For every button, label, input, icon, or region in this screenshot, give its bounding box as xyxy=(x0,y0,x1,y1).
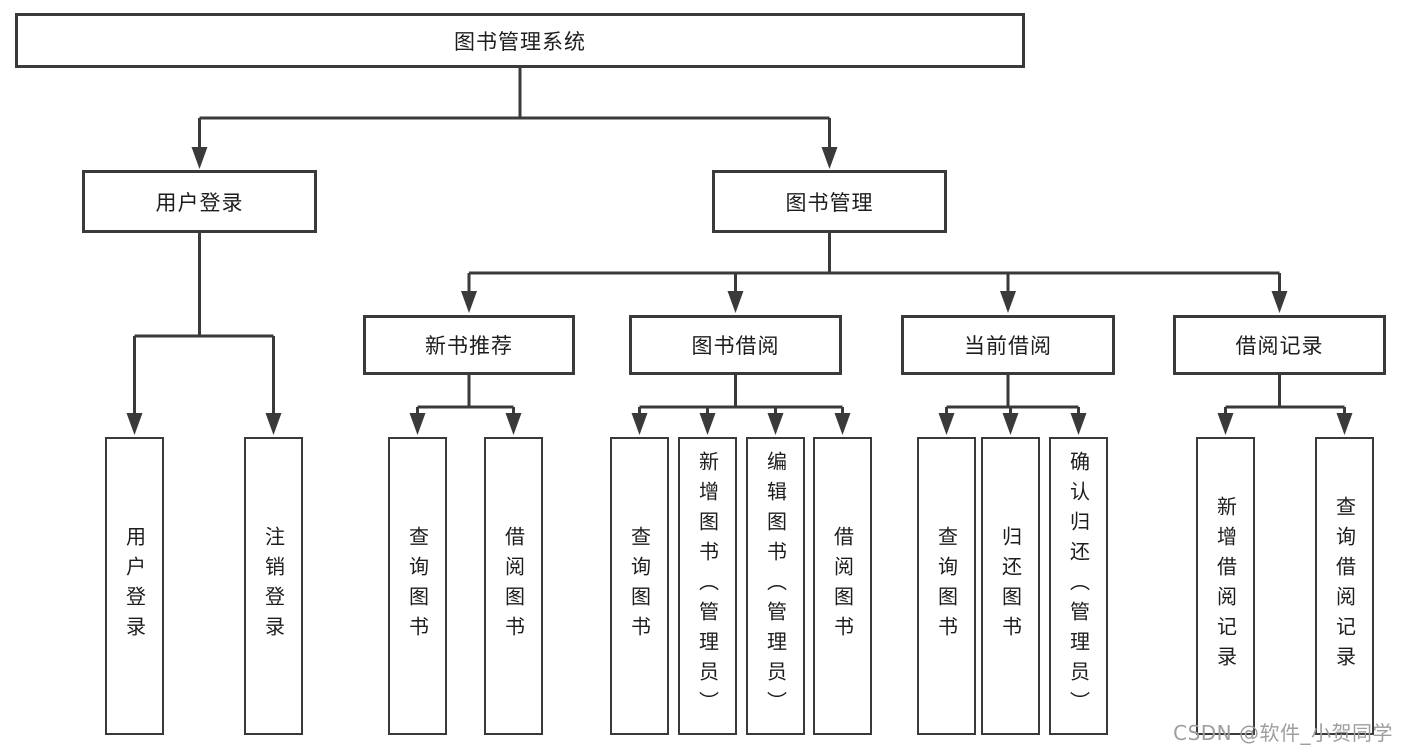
leaf-borrow-book-label: 借阅图书 xyxy=(830,526,855,646)
connector-book-borrow xyxy=(638,375,844,417)
leaf-add-borrow-record: 新增借阅记录 xyxy=(1196,437,1255,735)
leaf-borrow-book: 借阅图书 xyxy=(813,437,872,735)
arrowhead xyxy=(1002,413,1019,435)
leaf-add-book-admin-label: 新增图书（管理员） xyxy=(695,451,720,721)
node-user-login-label: 用户登录 xyxy=(155,190,244,215)
leaf-query-borrow-record: 查询借阅记录 xyxy=(1315,437,1374,735)
node-book-management: 图书管理 xyxy=(712,170,947,233)
connector-borrow-record xyxy=(1224,375,1346,417)
node-current-borrow: 当前借阅 xyxy=(901,315,1115,375)
arrowhead xyxy=(821,147,838,169)
leaf-query-book-borrow: 查询图书 xyxy=(610,437,669,735)
leaf-query-book-borrow-label: 查询图书 xyxy=(627,526,652,646)
leaf-logout: 注销登录 xyxy=(244,437,303,735)
node-root: 图书管理系统 xyxy=(15,13,1025,68)
node-current-borrow-label: 当前借阅 xyxy=(964,334,1052,358)
leaf-borrow-book-recommend: 借阅图书 xyxy=(484,437,543,735)
leaf-add-borrow-record-label: 新增借阅记录 xyxy=(1213,496,1238,676)
arrowhead xyxy=(265,413,282,435)
node-book-borrow: 图书借阅 xyxy=(629,315,842,375)
leaf-add-book-admin: 新增图书（管理员） xyxy=(678,437,737,735)
connector-new-book-recommend xyxy=(416,375,515,417)
node-borrow-record: 借阅记录 xyxy=(1173,315,1386,375)
node-new-book-recommend: 新书推荐 xyxy=(363,315,575,375)
connector-user-login xyxy=(133,233,275,417)
arrowhead xyxy=(126,413,143,435)
node-root-label: 图书管理系统 xyxy=(454,29,586,54)
arrowhead xyxy=(191,147,208,169)
leaf-query-book-recommend-label: 查询图书 xyxy=(405,526,430,646)
connector-root xyxy=(198,68,831,151)
leaf-edit-book-admin: 编辑图书（管理员） xyxy=(746,437,805,735)
arrowhead xyxy=(461,291,477,313)
leaf-query-book-recommend: 查询图书 xyxy=(388,437,447,735)
leaf-query-book-current: 查询图书 xyxy=(917,437,976,735)
leaf-return-book-label: 归还图书 xyxy=(998,526,1023,646)
arrowhead xyxy=(699,413,716,435)
arrowhead xyxy=(505,413,522,435)
arrowhead xyxy=(1271,291,1288,313)
arrowhead xyxy=(409,413,426,435)
leaf-confirm-return-admin: 确认归还（管理员） xyxy=(1049,437,1108,735)
arrowhead xyxy=(767,413,784,435)
node-book-management-label: 图书管理 xyxy=(785,190,874,215)
connector-current-borrow xyxy=(945,375,1080,417)
arrowhead xyxy=(727,291,744,313)
arrowhead xyxy=(1217,413,1234,435)
leaf-return-book: 归还图书 xyxy=(981,437,1040,735)
arrowhead xyxy=(1000,291,1016,313)
arrowhead xyxy=(631,413,648,435)
arrowhead xyxy=(938,413,955,435)
connector-book-management xyxy=(467,232,1281,295)
arrowhead xyxy=(1336,413,1353,435)
leaf-logout-label: 注销登录 xyxy=(261,526,286,646)
arrowhead xyxy=(1070,413,1087,435)
node-book-borrow-label: 图书借阅 xyxy=(691,334,780,358)
watermark-text: CSDN @软件_小贺同学 xyxy=(1173,721,1393,745)
node-new-book-recommend-label: 新书推荐 xyxy=(425,334,513,358)
leaf-borrow-book-recommend-label: 借阅图书 xyxy=(501,526,526,646)
leaf-user-login-label: 用户登录 xyxy=(122,526,147,646)
leaf-user-login: 用户登录 xyxy=(105,437,164,735)
node-user-login: 用户登录 xyxy=(82,170,317,233)
leaf-query-borrow-record-label: 查询借阅记录 xyxy=(1332,496,1357,676)
leaf-edit-book-admin-label: 编辑图书（管理员） xyxy=(763,451,788,721)
leaf-query-book-current-label: 查询图书 xyxy=(934,526,959,646)
node-borrow-record-label: 借阅记录 xyxy=(1235,334,1324,358)
arrowhead xyxy=(834,413,851,435)
leaf-confirm-return-admin-label: 确认归还（管理员） xyxy=(1066,451,1091,721)
